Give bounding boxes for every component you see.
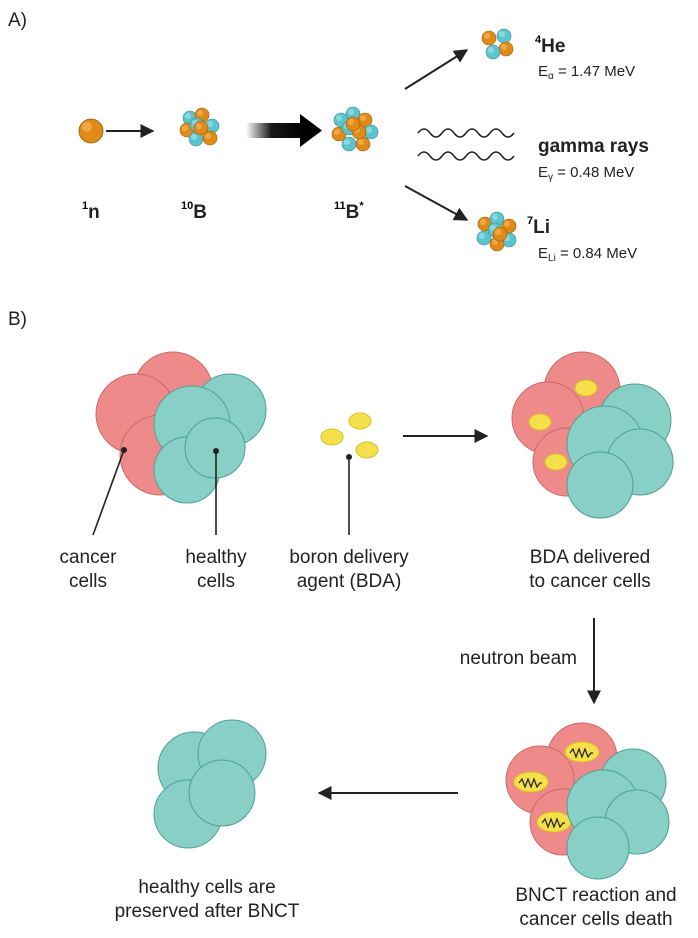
cell-cluster-initial (92, 351, 267, 536)
gamma-label: gamma rays (538, 136, 649, 157)
boron11-label: 11B* (334, 200, 364, 223)
helium-label: 4He (535, 34, 565, 57)
panel-a-label: A) (8, 10, 27, 31)
neutron-particle (78, 118, 104, 144)
boron11-nucleus (331, 106, 379, 152)
neutron-label: 1n (82, 200, 100, 223)
panel-b-label: B) (8, 309, 27, 330)
helium-nucleus (481, 28, 514, 60)
gamma-energy: Eγ = 0.48 MeV (538, 164, 634, 183)
reaction-arrow (246, 114, 322, 147)
boron10-nucleus (179, 107, 220, 147)
boron10-label: 10B (181, 200, 207, 223)
helium-energy: Eα = 1.47 MeV (538, 63, 635, 82)
healthy-cell (184, 417, 246, 479)
lithium-energy: ELi = 0.84 MeV (538, 245, 637, 264)
gamma-wave-icon (417, 128, 515, 161)
lithium-nucleus (476, 211, 517, 252)
cell-cluster-bda (511, 351, 674, 519)
alpha-arrow (404, 49, 469, 90)
lithium-arrow (404, 185, 469, 221)
bda-molecules (320, 412, 379, 459)
lithium-label: 7Li (527, 215, 550, 238)
cell-cluster-preserved (153, 719, 267, 849)
neutron-beam-label: neutron beam (460, 648, 577, 669)
cell-cluster-reaction (505, 722, 670, 880)
